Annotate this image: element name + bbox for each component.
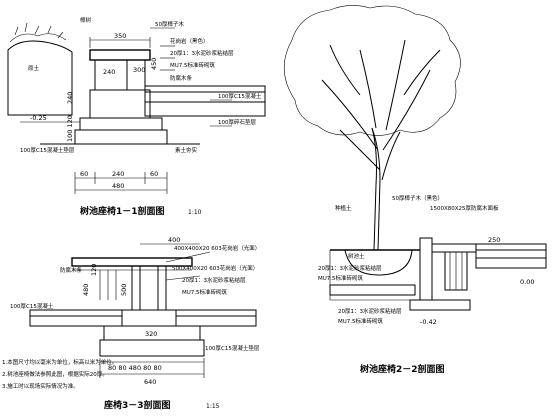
dim-400: 400 [168, 236, 180, 244]
label-soil: 原土 [28, 64, 40, 72]
section-1-title: 树池座椅1－1剖面图 [80, 205, 165, 217]
dim-300: 300 [133, 66, 145, 74]
dim-500: 500 [120, 284, 128, 296]
note-2-1: 50厚樟子木（黑色） [392, 194, 443, 202]
note-line-2: 2.树池座椅做法参照此图，根据实际20厚。 [2, 370, 108, 378]
note-1-2: 花岗岩（黑色） [170, 37, 209, 45]
note-2-6: 20厚1：3水泥砂浆粘结层 [338, 307, 402, 315]
note-3-1: 400X400X20 603花岗岩（光面） [174, 244, 260, 252]
note-1-1: 50厚樟子木 [155, 20, 184, 28]
level-025: -0.25 [30, 114, 47, 122]
dim-60-right: 60 [150, 170, 158, 178]
note-3-6: 防腐木条 [60, 266, 83, 274]
section-3-3: 400 480 120 500 320 80 80 480 80 80 640 … [10, 236, 260, 411]
note-line-3: 3.施工时以现场实际情况为准。 [2, 382, 79, 390]
dim-row-3: 80 80 480 80 80 [108, 364, 162, 372]
dim-350: 350 [114, 32, 126, 40]
note-2-3: 种植土 [335, 204, 352, 212]
note-1-6: 100厚碎石垫层 [218, 118, 256, 126]
section-3-scale: 1:15 [206, 403, 220, 410]
note-1-7: 素土夯实 [175, 146, 198, 154]
label-tree: 樟树 [80, 16, 92, 24]
note-1-9: 100厚C15混凝土垫层 [20, 146, 75, 154]
note-2-5: MU7.5标准砖砌筑 [318, 274, 364, 282]
dim-240: 240 [103, 68, 115, 76]
note-1-4: MU7.5标准砖砌筑 [170, 61, 216, 69]
dim-250: 250 [488, 236, 500, 244]
general-notes: 1.本图尺寸均以毫米为单位，标高以米为单位。 2.树池座椅做法参照此图，根据实际… [2, 358, 117, 390]
level-042: -0.42 [420, 318, 437, 326]
dim-120: 120 [90, 264, 98, 276]
note-3-7: 100厚C15混凝土垫层 [205, 344, 260, 352]
dim-450: 450 [150, 58, 158, 70]
note-2-2: 1500X80X25厚防腐木面板 [430, 204, 499, 212]
note-3-2: 500X400X20 603花岗岩（光面） [172, 264, 258, 272]
note-line-1: 1.本图尺寸均以毫米为单位，标高以米为单位。 [2, 358, 117, 366]
dim-240b: 240 [66, 92, 74, 104]
section-1-scale: 1:10 [188, 209, 202, 216]
level-000: 0.00 [520, 278, 534, 286]
dim-480-3: 480 [82, 284, 90, 296]
note-1-8: 防腐木条 [170, 74, 193, 82]
dim-240-bottom: 240 [112, 170, 124, 178]
dim-480: 480 [112, 182, 124, 190]
section-2-2: 50厚樟子木（黑色） 1500X80X25厚防腐木面板 种植土 树池土 20厚1… [283, 5, 547, 375]
note-2-7: MU7.5标准砖砌筑 [338, 317, 384, 325]
note-3-5: 100厚C15混凝土 [10, 302, 54, 310]
section-2-title: 树池座椅2－2剖面图 [360, 363, 445, 375]
note-1-5: 100厚C15混凝土 [218, 92, 262, 100]
note-3-4: MU7.5标准砖砌筑 [182, 288, 228, 296]
dim-640: 640 [144, 378, 156, 386]
note-2-4: 20厚1：3水泥砂浆粘结层 [318, 264, 382, 272]
note-2-8: 树池土 [348, 252, 365, 260]
dim-320: 320 [145, 330, 157, 338]
note-1-3: 20厚1：3水泥砂浆粘结层 [170, 49, 234, 57]
section-1-1: 350 240 300 450 240 100 120 60 240 60 48… [7, 16, 266, 217]
dim-100-120: 100 120 [66, 115, 74, 142]
section-3-title: 座椅3－3剖面图 [103, 399, 171, 411]
dim-60-left: 60 [80, 170, 88, 178]
note-3-3: 20厚1：3水泥砂浆粘结层 [182, 276, 246, 284]
